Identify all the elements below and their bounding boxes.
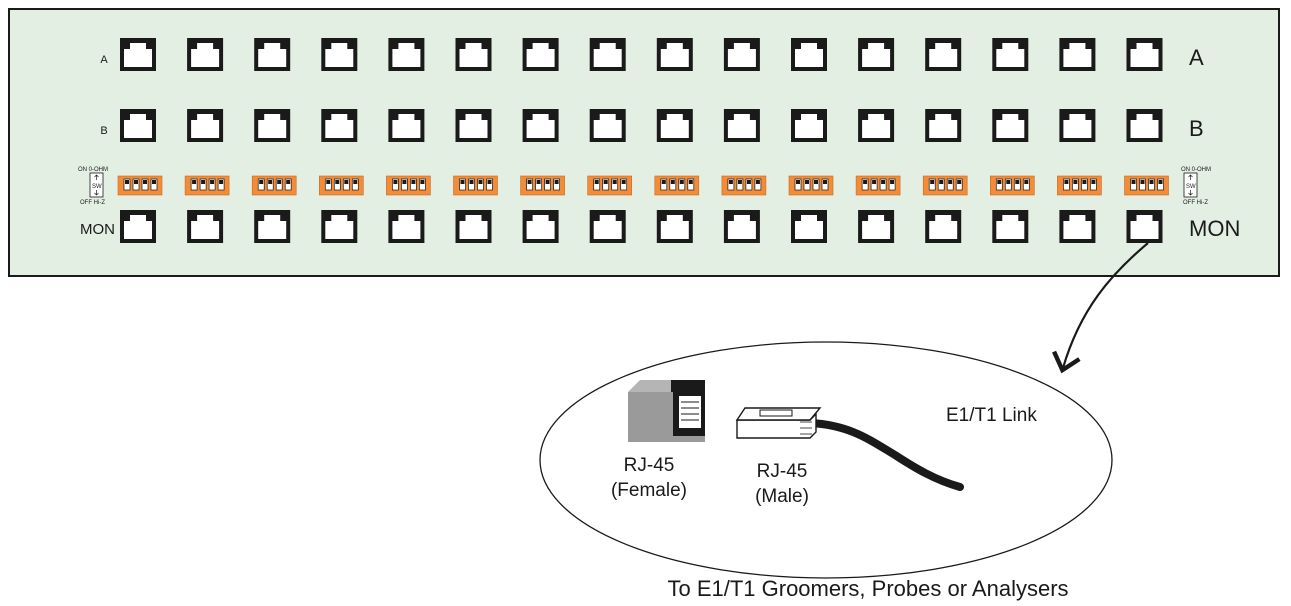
rj45-port-a-4[interactable]	[321, 38, 358, 71]
rj45-port-b-1[interactable]	[120, 109, 156, 142]
rj45-port-a-1[interactable]	[120, 38, 156, 71]
rj45-port-a-13[interactable]	[925, 38, 962, 71]
svg-text:ON 0-OHM: ON 0-OHM	[1181, 167, 1211, 173]
rj45-port-mon-1[interactable]	[120, 210, 156, 243]
svg-text:OFF Hi-Z: OFF Hi-Z	[1183, 200, 1208, 206]
rj45-port-b-14[interactable]	[992, 109, 1029, 142]
rj45-port-mon-9[interactable]	[656, 210, 693, 243]
rj45-port-a-11[interactable]	[791, 38, 827, 71]
dip-switch-13[interactable]	[922, 175, 968, 196]
rj45-port-mon-14[interactable]	[992, 210, 1029, 243]
rj45-port-a-5[interactable]	[388, 38, 425, 71]
rj45-port-a-12[interactable]	[858, 38, 895, 71]
rj45-port-mon-8[interactable]	[589, 210, 626, 243]
rj45-port-a-3[interactable]	[254, 38, 291, 71]
rj45-port-b-4[interactable]	[321, 109, 358, 142]
dip-switch-11[interactable]	[788, 175, 834, 196]
rj45-port-a-9[interactable]	[656, 38, 693, 71]
switch-legend-left: ON 0-OHM SW OFF Hi-Z	[78, 167, 108, 206]
rj45-port-mon-12[interactable]	[858, 210, 895, 243]
male-label-line2: (Male)	[755, 486, 809, 507]
rj45-port-mon-10[interactable]	[723, 210, 760, 243]
rj45-port-a-7[interactable]	[522, 38, 559, 71]
rj45-port-a-14[interactable]	[992, 38, 1029, 71]
dip-switch-row	[117, 175, 1169, 196]
rj45-port-mon-13[interactable]	[925, 210, 962, 243]
rj45-port-a-15[interactable]	[1059, 38, 1096, 71]
rj45-port-mon-6[interactable]	[455, 210, 492, 243]
female-label-line1: RJ-45	[624, 455, 675, 476]
dip-switch-7[interactable]	[520, 175, 565, 196]
rj45-female-jack	[628, 380, 705, 442]
dip-switch-16[interactable]	[1124, 175, 1169, 196]
rj45-port-mon-4[interactable]	[321, 210, 358, 243]
rj45-port-mon-5[interactable]	[388, 210, 425, 243]
rj45-port-b-11[interactable]	[791, 109, 827, 142]
rj45-port-a-2[interactable]	[187, 38, 224, 71]
rj45-port-a-6[interactable]	[455, 38, 492, 71]
dip-switch-5[interactable]	[386, 175, 431, 196]
svg-text:SW: SW	[92, 184, 102, 190]
rj45-port-b-15[interactable]	[1059, 109, 1096, 142]
dip-switch-1[interactable]	[117, 175, 163, 196]
rj45-port-mon-11[interactable]	[791, 210, 827, 243]
svg-text:OFF Hi-Z: OFF Hi-Z	[80, 200, 105, 206]
dip-switch-14[interactable]	[989, 175, 1035, 196]
rj45-port-b-7[interactable]	[522, 109, 559, 142]
row-label-mon-right: MON	[1189, 216, 1240, 241]
rj45-port-b-13[interactable]	[925, 109, 962, 142]
rj45-port-b-8[interactable]	[589, 109, 626, 142]
male-label-line1: RJ-45	[757, 461, 808, 482]
rj45-port-b-12[interactable]	[858, 109, 895, 142]
caption: To E1/T1 Groomers, Probes or Analysers	[667, 576, 1068, 601]
row-label-a-left: A	[100, 54, 108, 66]
rj45-port-mon-3[interactable]	[254, 210, 291, 243]
connection-arrow	[1052, 242, 1149, 374]
rj45-port-mon-2[interactable]	[187, 210, 224, 243]
rj45-port-b-10[interactable]	[723, 109, 760, 142]
dip-switch-3[interactable]	[251, 175, 297, 196]
svg-text:ON 0-OHM: ON 0-OHM	[78, 167, 108, 173]
female-label-line2: (Female)	[611, 480, 687, 501]
rj45-port-mon-15[interactable]	[1059, 210, 1096, 243]
dip-switch-15[interactable]	[1057, 175, 1102, 196]
dip-switch-4[interactable]	[318, 175, 364, 196]
row-label-a-right: A	[1189, 45, 1204, 70]
rj45-port-b-3[interactable]	[254, 109, 291, 142]
dip-switch-12[interactable]	[855, 175, 901, 196]
rj45-port-a-16[interactable]	[1126, 38, 1163, 71]
link-label: E1/T1 Link	[946, 405, 1037, 426]
row-label-b-right: B	[1189, 116, 1204, 141]
dip-switch-10[interactable]	[721, 175, 767, 196]
row-label-b-left: B	[100, 125, 107, 137]
dip-switch-8[interactable]	[587, 175, 633, 196]
dip-switch-2[interactable]	[184, 175, 230, 196]
rj45-male-plug	[735, 407, 964, 491]
row-label-mon-left: MON	[80, 221, 115, 238]
rj45-port-b-6[interactable]	[455, 109, 492, 142]
rj45-port-a-10[interactable]	[723, 38, 760, 71]
rj45-port-a-8[interactable]	[589, 38, 626, 71]
port-grid	[120, 38, 1163, 243]
dip-switch-9[interactable]	[654, 175, 700, 196]
rj45-port-b-16[interactable]	[1126, 109, 1163, 142]
dip-switch-6[interactable]	[453, 175, 498, 196]
switch-legend-right: ON 0-OHM SW OFF Hi-Z	[1181, 167, 1211, 206]
rj45-port-b-9[interactable]	[656, 109, 693, 142]
rj45-port-mon-16[interactable]	[1126, 210, 1163, 243]
rj45-port-mon-7[interactable]	[522, 210, 559, 243]
rj45-port-b-5[interactable]	[388, 109, 425, 142]
rj45-port-b-2[interactable]	[187, 109, 224, 142]
svg-text:SW: SW	[1186, 184, 1196, 190]
